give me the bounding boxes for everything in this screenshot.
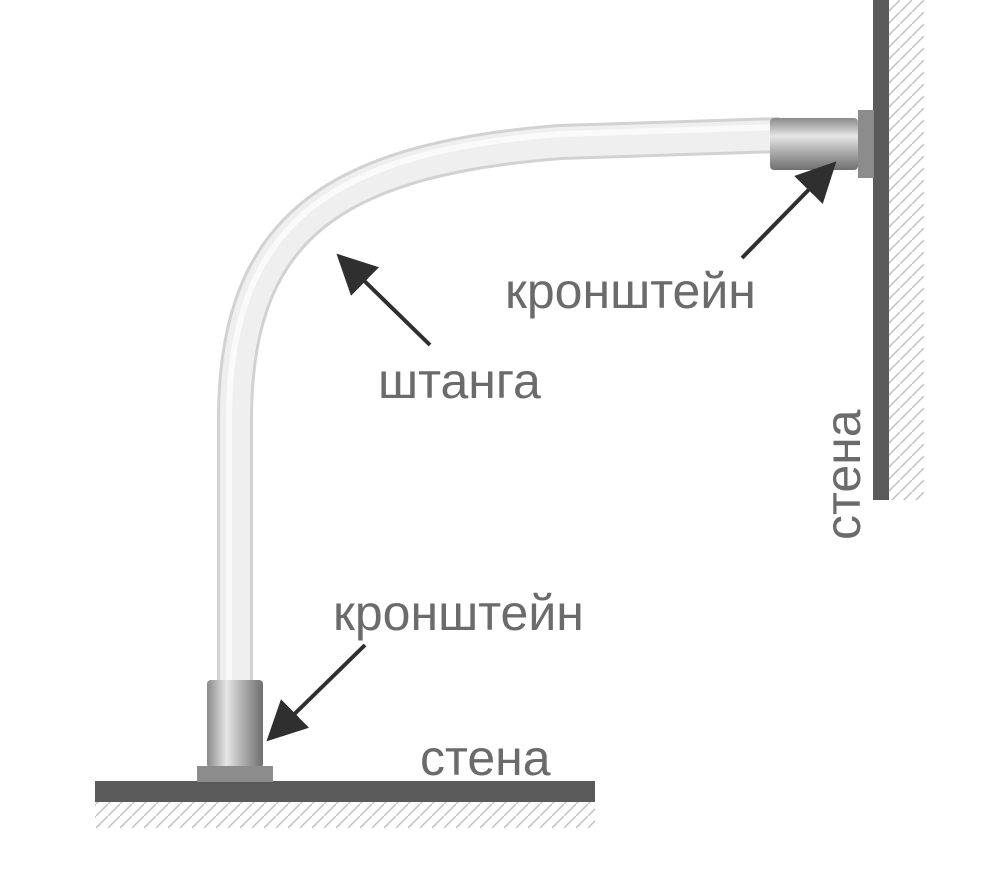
bar — [220, 120, 781, 690]
wall-right — [873, 0, 889, 500]
arrow-bracket-bottom — [266, 643, 367, 742]
label-bracket-bottom: кронштейн — [333, 585, 584, 641]
label-bar: штанга — [378, 353, 541, 409]
bracket-bottom-body — [207, 680, 263, 768]
wall-bottom-hatch — [95, 802, 595, 828]
bracket-top-body — [770, 118, 858, 170]
arrow-bracket-top — [740, 161, 837, 260]
label-bracket-top: кронштейн — [505, 263, 756, 319]
label-wall-bottom: стена — [420, 730, 551, 786]
bar-highlight — [226, 124, 781, 690]
wall-bottom — [95, 781, 595, 802]
wall-right-hatch — [888, 0, 924, 500]
label-wall-right: стена — [815, 409, 871, 540]
bracket-top-flange — [858, 110, 874, 178]
arrow-bar — [336, 253, 432, 347]
bracket-bottom-flange — [197, 766, 273, 782]
